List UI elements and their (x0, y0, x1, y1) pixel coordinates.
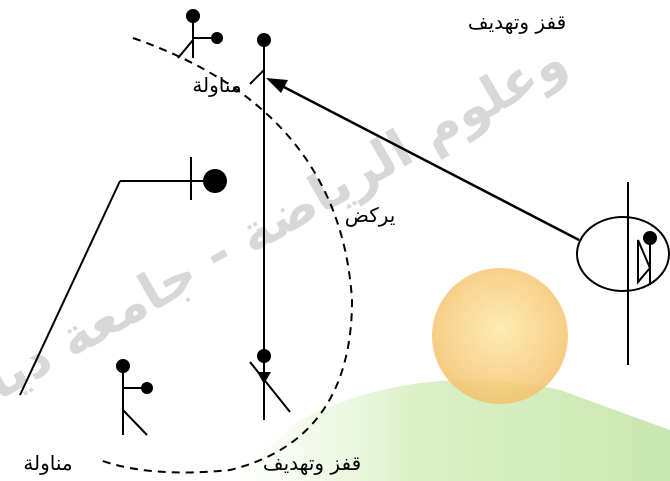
player-bottom-center (249, 349, 291, 420)
sun-decoration (432, 268, 568, 404)
green-band-decoration (230, 380, 670, 481)
player-middle-left (120, 157, 227, 200)
dashed-run-route (99, 37, 354, 474)
label-jump-shoot-top: قفز وتهديف (468, 10, 566, 34)
label-pass-bottom: مناولة (23, 451, 72, 475)
player-top-center (249, 33, 271, 97)
label-jump-shoot-bottom: قفز وتهديف (263, 451, 361, 475)
player-top-left (177, 9, 223, 59)
pass-line-left (19, 180, 121, 396)
label-runs: يركض (345, 203, 396, 227)
label-pass-top: مناولة (192, 73, 241, 97)
player-bottom-left (116, 359, 153, 436)
pass-arrow (266, 78, 580, 242)
player-right-encircled (576, 182, 670, 365)
